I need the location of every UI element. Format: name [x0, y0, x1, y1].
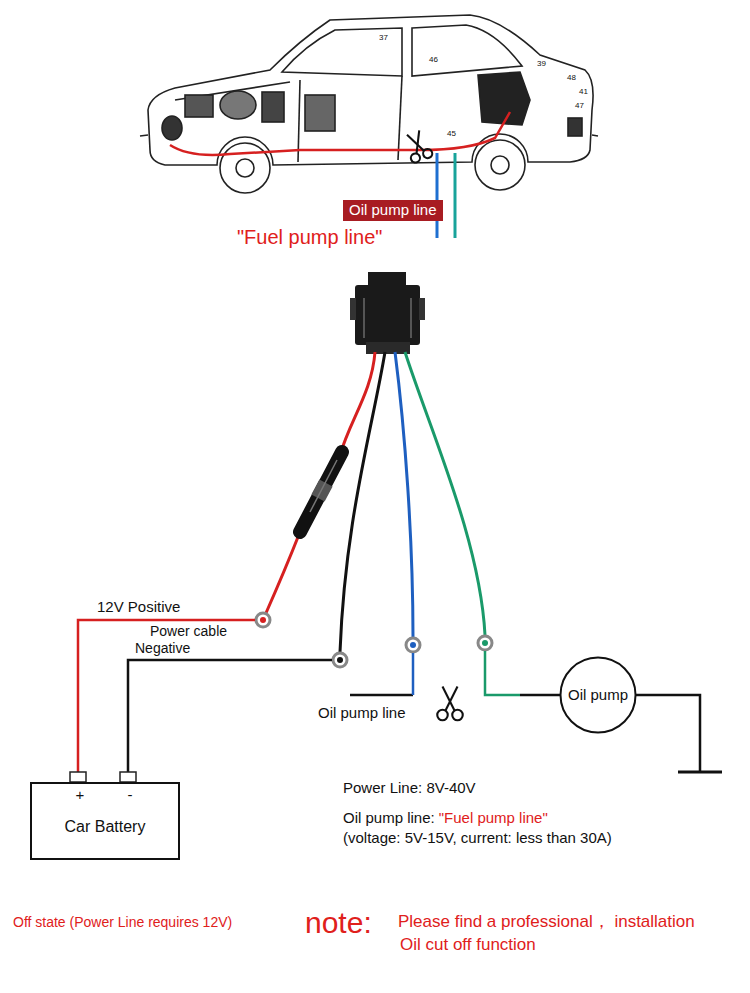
callout-number: 46 — [428, 56, 439, 65]
scissors-loop — [437, 710, 448, 721]
terminal-sign: + — [76, 787, 85, 804]
scissors-symbol — [403, 129, 434, 164]
fuse-body — [300, 452, 342, 532]
callout-number: 39 — [536, 60, 547, 69]
state-note: Off state (Power Line requires 12V) — [13, 915, 232, 930]
ring-terminal — [478, 636, 492, 650]
scissors-symbol — [437, 687, 463, 721]
note-text: Oil cut off function — [400, 936, 536, 955]
blue-lead — [436, 153, 439, 238]
relay-connector — [350, 272, 425, 354]
fuel-pump-wire — [170, 112, 510, 155]
battery-terminal — [70, 772, 86, 782]
car-body — [148, 15, 593, 165]
rear-seat — [478, 72, 530, 125]
callout-number: 48 — [566, 74, 577, 83]
ring-terminal — [406, 638, 420, 652]
relay-boot — [366, 342, 410, 354]
battery-terminal — [120, 772, 136, 782]
ring-terminal — [333, 653, 347, 667]
wire-label: Power cable — [150, 624, 227, 639]
car-wheel — [220, 143, 270, 193]
scissors-blade — [443, 687, 455, 711]
black-wire — [340, 352, 385, 652]
car-window — [282, 28, 402, 76]
ground-symbol — [678, 771, 722, 774]
blue-wire — [395, 352, 413, 637]
scissors-loop — [410, 152, 422, 164]
wire-name: "Fuel pump line" — [237, 226, 382, 248]
door-line — [398, 76, 402, 160]
red-wire — [266, 532, 300, 613]
wire-name: "Fuel pump line" — [439, 810, 548, 827]
car-window — [412, 25, 522, 76]
relay-clip — [419, 298, 425, 320]
ring-core — [482, 640, 488, 646]
teal-lead — [454, 153, 457, 238]
engine-part — [220, 91, 256, 119]
green-lead — [485, 651, 520, 695]
ring-terminal — [256, 613, 270, 627]
car-hub — [491, 156, 509, 174]
scissors-loop — [452, 710, 463, 721]
spec-note: (voltage: 5V-15V, current: less than 30A… — [343, 830, 612, 847]
wire-banner: Oil pump line — [343, 200, 443, 221]
ring-core — [410, 642, 416, 648]
terminal-sign: - — [128, 787, 133, 804]
engine-part — [305, 95, 335, 131]
ring-core — [337, 657, 343, 663]
callout-number: 41 — [578, 88, 589, 97]
ring-core — [260, 617, 266, 623]
red-wire — [340, 352, 375, 455]
engine-part — [185, 95, 213, 117]
relay-groove — [410, 298, 412, 338]
battery-label: Car Battery — [65, 818, 146, 836]
car-hub — [236, 159, 254, 177]
negative-lead — [128, 660, 332, 772]
spec-note: Oil pump line: — [343, 810, 435, 827]
note-heading: note: — [305, 906, 372, 939]
pump-label: Oil pump — [568, 687, 628, 704]
wire-label: Oil pump line — [318, 705, 406, 722]
relay-clip — [350, 298, 356, 320]
green-wire — [405, 352, 485, 635]
positive-lead — [78, 620, 255, 772]
pump-circle: Oil pump — [559, 656, 637, 734]
car-wheel — [475, 140, 525, 190]
car-sketch — [140, 15, 598, 193]
engine-part — [162, 116, 182, 140]
blue-lead — [412, 653, 415, 695]
pump-outline — [560, 657, 635, 732]
scissors-blade — [407, 131, 424, 154]
car-bumper — [140, 135, 598, 136]
scissors-blade — [446, 687, 458, 711]
relay-groove — [363, 298, 365, 338]
relay-body — [355, 285, 420, 345]
callout-number: 45 — [446, 130, 457, 139]
tail-light — [568, 118, 582, 136]
wire-label: Negative — [135, 641, 190, 656]
wire-label: 12V Positive — [97, 599, 180, 616]
fuse-holder — [300, 452, 342, 532]
battery-box: + - Car Battery — [30, 782, 180, 860]
fuse-shine — [310, 460, 337, 512]
spec-note: Power Line: 8V-40V — [343, 780, 476, 797]
pump-line-in — [350, 694, 413, 697]
callout-number: 37 — [378, 34, 389, 43]
note-text: Please find a professional， installation — [398, 913, 695, 932]
callout-number: 47 — [574, 102, 585, 111]
engine-part — [262, 92, 284, 122]
